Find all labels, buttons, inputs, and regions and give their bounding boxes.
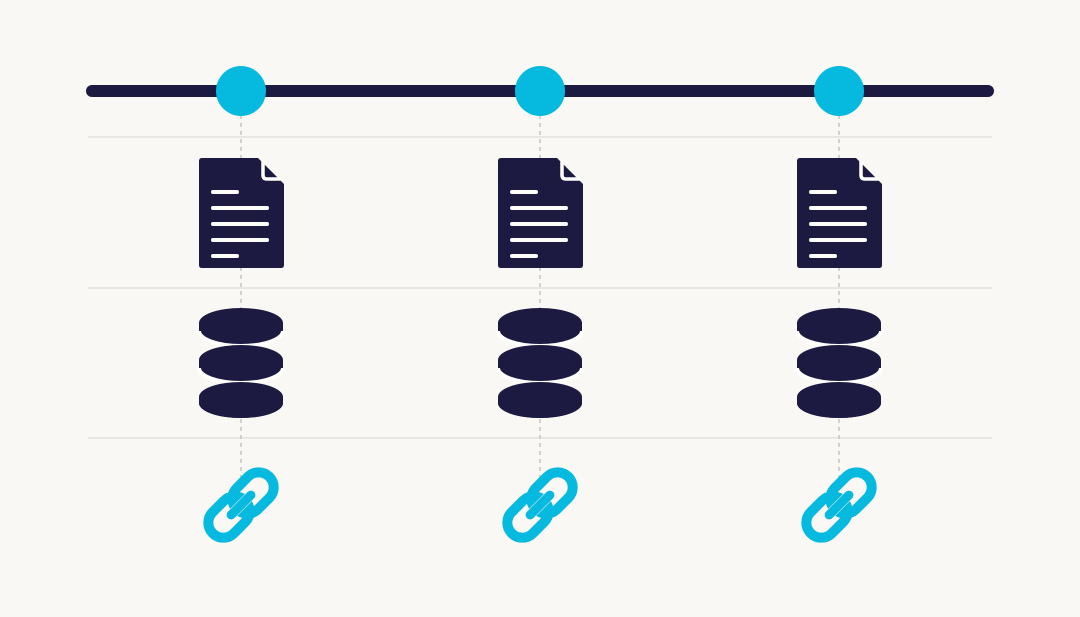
database-segment	[498, 308, 582, 345]
link-icon	[801, 467, 877, 543]
document-body	[498, 158, 583, 268]
database-base	[199, 388, 283, 418]
timeline-node	[814, 66, 864, 116]
database-icon	[197, 308, 285, 418]
database-icon	[795, 308, 883, 418]
document-body	[199, 158, 284, 268]
database-segment	[199, 345, 283, 382]
document-icon	[797, 158, 882, 268]
database-base	[498, 388, 582, 418]
document-fold	[859, 160, 880, 181]
timeline-column-2	[496, 66, 584, 543]
database-segment	[199, 308, 283, 345]
timeline-column-1	[197, 66, 285, 543]
database-base	[797, 388, 881, 418]
document-fold	[560, 160, 581, 181]
timeline-node	[515, 66, 565, 116]
timeline-column-3	[795, 66, 883, 543]
link-icon	[502, 467, 578, 543]
chain-link-bridge	[226, 490, 256, 520]
chain-link-bridge	[824, 490, 854, 520]
timeline-node	[216, 66, 266, 116]
database-segment	[797, 308, 881, 345]
document-body	[797, 158, 882, 268]
link-icon	[203, 467, 279, 543]
timeline-columns	[197, 66, 883, 543]
document-icon	[199, 158, 284, 268]
database-segment	[797, 345, 881, 382]
chain-link-bridge	[525, 490, 555, 520]
document-icon	[498, 158, 583, 268]
database-icon	[496, 308, 584, 418]
database-segment	[498, 345, 582, 382]
document-fold	[261, 160, 282, 181]
